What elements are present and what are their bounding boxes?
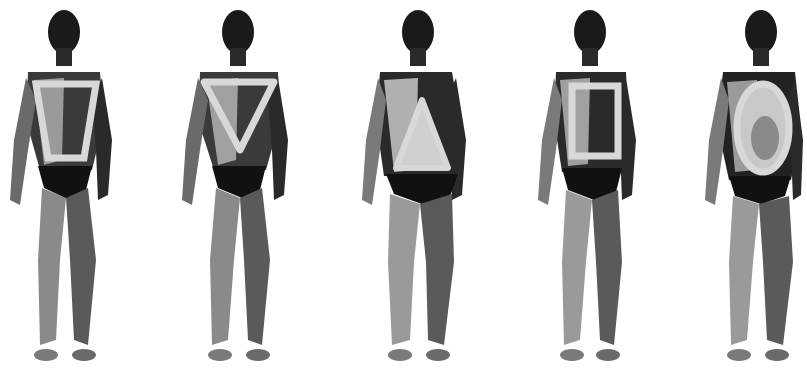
male-figure-5 bbox=[645, 0, 805, 375]
male-figure-1 bbox=[0, 0, 160, 375]
figure-inverted-trapezoid bbox=[0, 0, 160, 375]
male-figure-2 bbox=[170, 0, 330, 375]
figure-triangle bbox=[340, 0, 500, 375]
figure-inverted-triangle bbox=[170, 0, 330, 375]
male-figure-3 bbox=[340, 0, 500, 375]
figure-oval bbox=[645, 0, 805, 375]
